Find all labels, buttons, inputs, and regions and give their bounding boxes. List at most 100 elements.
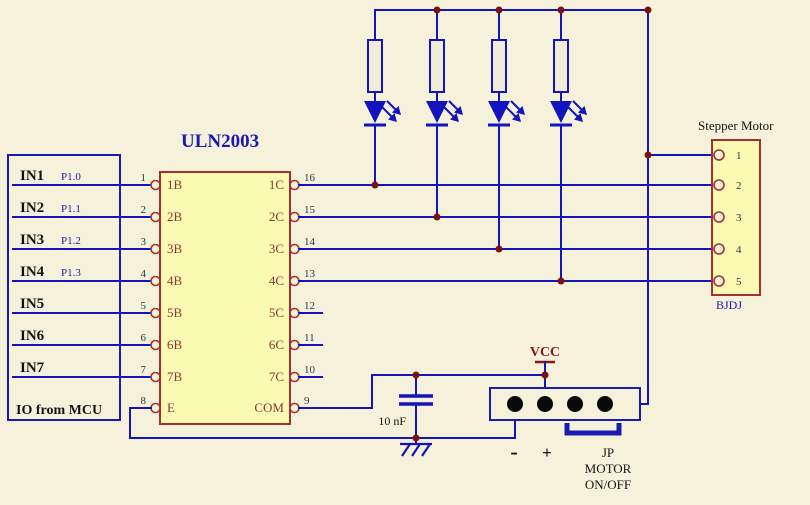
wire-inputs: [12, 184, 152, 378]
ic-pin-number: 16: [304, 172, 316, 184]
jumper-pin-1: [507, 396, 523, 412]
wire-com-net: [298, 374, 546, 409]
ic-pin-number: 1: [141, 172, 147, 184]
ic-pin-name: 5C: [269, 305, 284, 320]
stepper-pin-circle: [713, 211, 725, 223]
junction-dot: [412, 371, 420, 379]
stepper-pin-number: 2: [736, 180, 742, 192]
ic-pin-name: 6C: [269, 337, 284, 352]
ic-pin-name: 6B: [167, 337, 183, 352]
ic-pin-number: 3: [141, 236, 147, 248]
ic-pin-number: 2: [141, 204, 147, 216]
junction-dot: [557, 277, 565, 285]
driver-column-3: [488, 9, 525, 250]
ic-pin-circle: [289, 371, 300, 383]
junction-dot: [433, 6, 441, 14]
wire-unused-stubs: [298, 312, 323, 378]
mcu-box-label: IO from MCU: [16, 403, 102, 418]
ic-pin-circle: [150, 179, 161, 191]
jumper-motor-label: MOTOR: [585, 461, 632, 476]
ic-pin-number: 6: [141, 332, 147, 344]
ic-pin-name: 2B: [167, 209, 183, 224]
uln2003-ic: ULN2003 1 2 3 4 5 6 7 8 1B 2B 3B 4B 5B: [141, 131, 316, 425]
ic-pin-circle: [289, 339, 300, 351]
ic-pin-number: 13: [304, 268, 316, 280]
wire-ground-net: [129, 407, 516, 439]
junction-dot: [433, 213, 441, 221]
ic-pin-name: 3B: [167, 241, 183, 256]
junction-dot: [495, 245, 503, 253]
jumper-plus-label: +: [542, 443, 552, 462]
vcc-label: VCC: [530, 345, 560, 360]
jumper-pin-4: [597, 396, 613, 412]
jumper-cap-bracket: [564, 423, 622, 436]
ic-pin-circle: [150, 339, 161, 351]
port-label: P1.3: [61, 267, 81, 279]
stepper-pin-circle: [713, 275, 725, 287]
ic-pin-name: E: [167, 400, 175, 415]
ic-pin-circle: [289, 243, 300, 255]
ic-pin-name: 5B: [167, 305, 183, 320]
resistor-icon: [367, 39, 383, 93]
junction-dot: [495, 6, 503, 14]
ground-hatches: [401, 443, 431, 457]
mcu-io-box: IN1 P1.0 IN2 P1.1 IN3 P1.2 IN4 P1.3 IN5 …: [7, 154, 121, 421]
jumper-minus-label: -: [510, 439, 517, 464]
driver-column-1: [364, 9, 401, 186]
ic-pin-name: COM: [254, 400, 284, 415]
ic-pin-circle: [150, 307, 161, 319]
ic-pin-name: 1B: [167, 177, 183, 192]
input-label: IN6: [20, 328, 45, 344]
led-emission-arrow: [442, 105, 455, 118]
port-label: P1.1: [61, 203, 81, 215]
ic-pin-number: 10: [304, 364, 316, 376]
jumper-name-label: JP: [602, 445, 614, 460]
stepper-pin-circle: [713, 243, 725, 255]
ic-title: ULN2003: [181, 131, 259, 152]
stepper-brand: BJDJ: [716, 298, 742, 312]
input-label: IN2: [20, 200, 44, 216]
led-icon: [426, 101, 448, 123]
led-emission-arrowhead: [516, 106, 525, 115]
ic-pin-name: 1C: [269, 177, 284, 192]
mcu-box-outline: [7, 154, 121, 421]
ic-pin-circle: [289, 179, 300, 191]
stepper-label: Stepper Motor: [698, 118, 774, 133]
capacitor-value: 10 nF: [378, 414, 406, 428]
led-emission-arrowhead: [578, 106, 587, 115]
led-emission-arrowhead: [454, 106, 463, 115]
ic-pin-circle: [150, 371, 161, 383]
ic-pin-circle: [150, 402, 161, 414]
led-icon: [364, 101, 386, 123]
ic-pin-circle: [289, 307, 300, 319]
resistor-icon: [429, 39, 445, 93]
input-label: IN3: [20, 232, 44, 248]
port-label: P1.2: [61, 235, 81, 247]
port-label: P1.0: [61, 171, 81, 183]
led-emission-arrowhead: [574, 113, 583, 122]
input-label: IN5: [20, 296, 44, 312]
ic-pin-number: 15: [304, 204, 316, 216]
led-emission-arrow: [566, 105, 579, 118]
junction-dots: [371, 6, 652, 442]
ic-pin-number: 4: [141, 268, 147, 280]
stepper-pin-number: 1: [736, 150, 742, 162]
ic-pin-number: 9: [304, 395, 310, 407]
ic-pin-name: 4B: [167, 273, 183, 288]
led-icon: [550, 101, 572, 123]
ground-symbol: [400, 442, 432, 457]
junction-dot: [541, 371, 549, 379]
ic-pin-circle: [289, 402, 300, 414]
ic-pin-number: 5: [141, 300, 147, 312]
stepper-pin-number: 3: [736, 212, 742, 224]
ic-pin-name: 3C: [269, 241, 284, 256]
capacitor: 10 nF: [378, 374, 433, 445]
stepper-pin-circle: [713, 149, 725, 161]
driver-column-2: [426, 9, 463, 218]
stepper-pin-number: 5: [736, 276, 742, 288]
junction-dot: [644, 6, 652, 14]
ic-pin-number: 14: [304, 236, 316, 248]
driver-column-4: [550, 9, 587, 282]
